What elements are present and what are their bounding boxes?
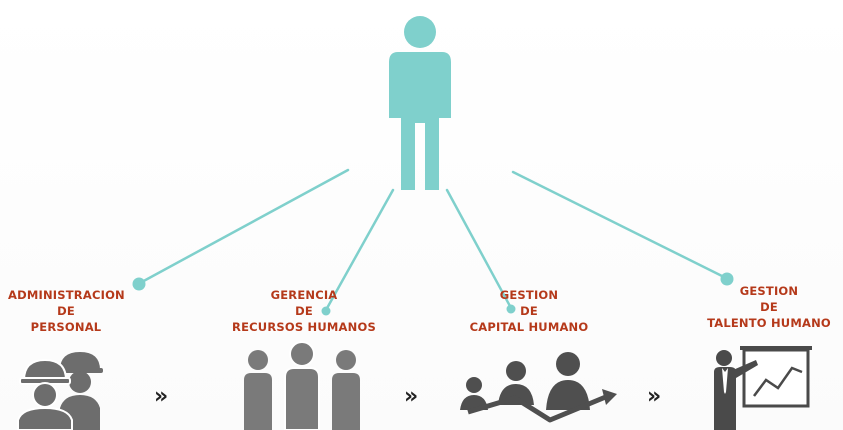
stage-2-line-2: DE <box>295 304 313 318</box>
stage-2-line-1: GERENCIA <box>270 288 338 302</box>
connector-dot-1 <box>132 277 146 291</box>
chevron-separator-3: » <box>647 384 662 409</box>
stage-label-gestion-de-talento-humano: GESTION DE TALENTO HUMANO <box>704 283 834 331</box>
chevron-separator-1: » <box>154 384 169 409</box>
stage-1-line-1: ADMINISTRACION <box>8 288 125 302</box>
stage-3-line-3: CAPITAL HUMANO <box>469 320 589 334</box>
connector-dots <box>132 272 734 316</box>
stage-1-line-2: DE <box>57 304 75 318</box>
stage-4-line-2: DE <box>760 300 778 314</box>
people-group-icon <box>244 341 360 430</box>
connector-dot-3 <box>506 304 516 314</box>
connector-lines <box>138 168 728 312</box>
stage-2-line-3: RECURSOS HUMANOS <box>232 320 376 334</box>
connector-dot-2 <box>321 306 331 316</box>
stage-3-line-1: GESTION <box>499 288 559 302</box>
business-team-growth-icon <box>460 352 617 423</box>
stage-4-line-3: TALENTO HUMANO <box>707 316 831 330</box>
stage-label-gestion-de-capital-humano: GESTION DE CAPITAL HUMANO <box>466 287 592 335</box>
workers-hardhat-icon <box>17 352 103 430</box>
stage-4-line-1: GESTION <box>739 284 799 298</box>
stage-3-line-2: DE <box>520 304 538 318</box>
connector-line-2 <box>324 188 395 312</box>
chevron-separator-2: » <box>404 384 419 409</box>
connector-line-4 <box>511 170 728 280</box>
presenter-chart-icon <box>714 346 812 430</box>
connector-dot-4 <box>720 272 734 286</box>
connector-line-3 <box>445 188 513 310</box>
stage-1-line-3: PERSONAL <box>30 320 102 334</box>
person-icon <box>389 16 451 190</box>
connector-line-1 <box>138 168 350 285</box>
stage-label-gerencia-de-recursos-humanos: GERENCIA DE RECURSOS HUMANOS <box>232 287 376 335</box>
stage-label-administracion-de-personal: ADMINISTRACION DE PERSONAL <box>8 287 125 335</box>
